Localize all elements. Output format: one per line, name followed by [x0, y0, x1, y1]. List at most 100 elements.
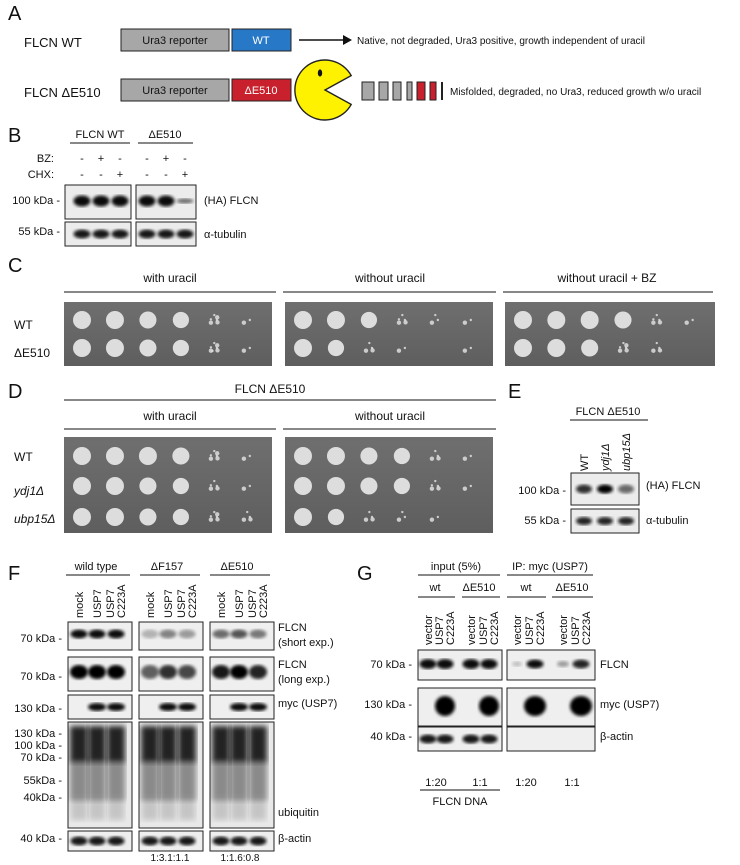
blot-band — [138, 229, 156, 239]
yeast-spot — [360, 477, 378, 495]
ubiquitin-smear — [71, 798, 87, 820]
chx-label: CHX: — [28, 169, 54, 181]
blot-band — [512, 661, 522, 667]
yeast-colony — [209, 515, 213, 518]
mw-marker: 40 kDa - — [20, 833, 62, 845]
yeast-colony — [436, 318, 440, 322]
fragment-1 — [361, 81, 375, 101]
yeast-spot — [172, 311, 189, 329]
agar-plate — [285, 437, 493, 533]
fragment-7 — [441, 82, 443, 100]
flcn-mut-label: FLCN ΔE510 — [24, 85, 101, 100]
mw-marker: 40 kDa - — [370, 731, 412, 743]
fragment-3 — [392, 81, 402, 101]
lane-label: - — [145, 153, 149, 165]
yeast-colony — [436, 456, 441, 461]
yeast-spot — [393, 477, 410, 495]
blot-label: myc (USP7) — [278, 698, 337, 710]
blot-frame — [506, 726, 596, 752]
lane-label: C223A — [116, 584, 128, 618]
lane-label: USP7 — [234, 589, 246, 618]
yeast-colony — [469, 346, 473, 350]
yeast-colony — [651, 320, 656, 325]
blot-band — [111, 195, 129, 207]
yeast-spot — [360, 311, 378, 329]
ubiquitin-smear — [212, 726, 230, 762]
blot-band — [141, 629, 159, 639]
ubiquitin-smear — [179, 798, 195, 820]
blot-band — [436, 734, 454, 744]
blot-band — [107, 629, 125, 639]
blot-band — [178, 665, 196, 679]
ubiquitin-smear — [107, 726, 125, 762]
panel-b: B FLCN WT ΔE510 BZ: CHX: --+--+--+--+ 10… — [8, 125, 258, 247]
yeast-colony — [241, 348, 247, 353]
blot-label: FLCN — [600, 659, 629, 671]
ubiquitin-smear — [142, 798, 158, 820]
blot-band — [480, 659, 498, 669]
panel-f-letter: F — [8, 563, 20, 585]
blot-band — [212, 665, 230, 679]
mw-marker: 55kDa - — [23, 775, 62, 787]
mw-marker: 100 kDa - — [14, 740, 62, 752]
yeast-colony — [403, 515, 407, 519]
blot-band — [230, 836, 248, 846]
lane-label: USP7 — [176, 589, 188, 618]
yeast-spot — [393, 447, 410, 465]
arrow-head — [343, 35, 352, 45]
blot-band — [141, 665, 159, 679]
yeast-colony — [657, 320, 663, 325]
flcn-wt-label: FLCN WT — [24, 35, 82, 50]
sub-group-label: ΔE510 — [555, 582, 588, 594]
ubiquitin-smear — [70, 760, 88, 800]
lane-label: + — [98, 153, 104, 165]
yeast-colony — [401, 313, 404, 317]
blot-band — [576, 484, 592, 494]
ubiquitin-smear — [178, 726, 196, 762]
ubiquitin-smear — [141, 760, 159, 800]
yeast-colony — [241, 456, 247, 461]
yeast-spot — [294, 311, 312, 329]
blot-label: FLCN — [278, 622, 307, 634]
lane-label: C223A — [535, 611, 547, 645]
blot-band — [70, 836, 88, 846]
yeast-colony — [363, 517, 369, 522]
blot-band — [92, 229, 110, 239]
lane-label: USP7 — [92, 589, 104, 618]
group-label: IP: myc (USP7) — [512, 561, 588, 573]
wt-box — [231, 28, 292, 52]
yeast-colony — [469, 318, 473, 322]
yeast-spot — [105, 447, 124, 465]
group-label: input (5%) — [431, 561, 481, 573]
panel-a: A FLCN WT Ura3 reporter WT Native, not d… — [8, 3, 701, 121]
yeast-colony — [396, 320, 402, 325]
mw-marker: 130 kDa - — [364, 699, 412, 711]
blot-band — [557, 661, 569, 667]
yeast-colony — [651, 348, 656, 353]
blot-band — [212, 629, 230, 639]
yeast-colony — [462, 456, 468, 461]
yeast-spot — [327, 508, 345, 526]
blot-band — [141, 836, 159, 846]
panel-g: G input (5%) IP: myc (USP7) wt ΔE510 wt … — [357, 561, 659, 808]
blot-band — [597, 484, 613, 494]
blot-band — [70, 665, 88, 679]
blot-band — [526, 659, 544, 669]
fragment-5 — [416, 81, 426, 101]
yeast-colony — [462, 348, 468, 353]
yeast-spot — [360, 447, 378, 465]
yeast-colony — [617, 348, 623, 353]
bz-label: BZ: — [37, 153, 54, 165]
yeast-colony — [208, 486, 214, 491]
yeast-colony — [684, 320, 689, 325]
fragment-2 — [378, 81, 389, 101]
yeast-spot — [326, 311, 345, 329]
panel-g-letter: G — [357, 563, 373, 585]
group-label-wt: FLCN WT — [76, 129, 125, 141]
blot-band — [462, 659, 480, 669]
yeast-colony — [434, 479, 437, 483]
ubiquitin-smear — [88, 760, 106, 800]
panel-a-letter: A — [8, 3, 22, 25]
